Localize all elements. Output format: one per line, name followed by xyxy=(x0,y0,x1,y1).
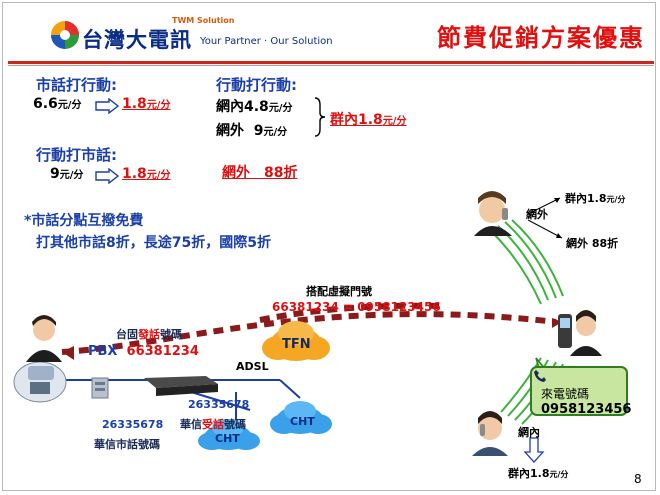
on-net-rate: 網內4.8元/分 xyxy=(216,99,293,115)
mobile-to-fixed-heading: 行動打市話: xyxy=(36,146,117,164)
desk-phone-icon xyxy=(13,361,67,403)
radio-waves-top xyxy=(491,219,564,305)
mobile-to-mobile-heading: 行動打行動: xyxy=(216,76,297,94)
outgoing-number-label: 台固發話號碼 xyxy=(116,328,182,341)
arrow-down-right xyxy=(527,219,563,239)
cht-cloud-icon xyxy=(198,419,260,450)
tfn-label: TFN xyxy=(282,337,311,352)
note-line-2: 打其他市話8折，長途75折，國際5折 xyxy=(36,235,271,251)
cht-fixed-number: 26335678 xyxy=(102,418,164,431)
note-line-1: *市話分點互撥免費 xyxy=(24,213,144,229)
mobile-to-fixed-new-rate: 1.8元/分 xyxy=(122,166,171,182)
caller-id-title: 來電號碼 xyxy=(541,387,590,401)
right-group-rate: 群內1.8元/分 xyxy=(565,192,626,205)
right-off-net-discount: 網外 88折 xyxy=(566,237,619,250)
brace-icon xyxy=(314,97,326,137)
bottom-on-net-label: 網內 xyxy=(518,426,540,439)
page-title: 節費促銷方案優惠 xyxy=(437,23,645,52)
arrow-right-icon xyxy=(95,168,119,184)
mobile-to-fixed-old-rate: 9元/分 xyxy=(50,166,84,182)
arrow-up-right xyxy=(527,197,561,215)
cht-cloud-icon xyxy=(270,401,332,434)
virtual-number-equation: 66381234 = 0958123456 xyxy=(272,300,441,314)
arrow-right-icon xyxy=(95,98,119,114)
group-rate: 群內1.8元/分 xyxy=(330,112,407,128)
arrow-down-icon xyxy=(523,437,545,463)
person-top-right-icon xyxy=(474,191,512,236)
mobile-phone-icon xyxy=(558,314,572,348)
adsl-router-icon xyxy=(144,376,218,396)
cht-cloud-label: CHT xyxy=(215,432,240,445)
right-off-net-label: 網外 xyxy=(526,208,548,221)
tfn-cloud-icon xyxy=(262,321,330,361)
off-net-rate: 網外 9元/分 xyxy=(216,123,288,139)
brand-tagline: Your Partner · Our Solution xyxy=(200,36,333,47)
header-divider xyxy=(8,61,654,64)
route-arrowhead-left xyxy=(62,346,74,360)
caller-id-box xyxy=(530,366,628,416)
line-tfn-cht xyxy=(279,379,301,399)
header-divider-thin xyxy=(8,65,654,66)
brand-en: TWM Solution xyxy=(172,16,235,25)
incoming-number-label: 華信受話號碼 xyxy=(180,418,246,431)
route-arrowhead xyxy=(552,318,562,328)
adsl-label: ADSL xyxy=(236,360,269,373)
page-number: 8 xyxy=(634,472,642,486)
bottom-group-rate: 群內1.8元/分 xyxy=(508,467,569,480)
incoming-cht-number: 26335678 xyxy=(188,398,250,411)
brand-logo-icon xyxy=(51,21,79,49)
pbx-box-icon xyxy=(91,377,109,399)
off-net-discount: 網外 88折 xyxy=(222,165,298,181)
cht-fixed-number-label: 華信市話號碼 xyxy=(94,438,160,451)
fixed-to-mobile-heading: 市話打行動: xyxy=(36,76,117,94)
caller-id-number: 0958123456 xyxy=(541,402,632,417)
fixed-to-mobile-new-rate: 1.8元/分 xyxy=(122,96,171,112)
virtual-number-title: 搭配虛擬門號 xyxy=(306,285,372,298)
dashed-route-main xyxy=(61,311,557,355)
dashed-route-upper xyxy=(259,302,441,323)
cht-cloud-label: CHT xyxy=(290,415,315,428)
person-mobile-icon xyxy=(570,310,602,356)
brand-name: 台灣大電訊 xyxy=(82,28,192,52)
pbx-line: PBX 66381234 xyxy=(88,344,199,359)
slide-frame xyxy=(2,2,656,491)
person-left-icon xyxy=(26,315,62,362)
fixed-to-mobile-old-rate: 6.6元/分 xyxy=(33,96,82,112)
phone-handset-icon xyxy=(534,370,546,382)
person-bottom-icon xyxy=(472,411,508,456)
